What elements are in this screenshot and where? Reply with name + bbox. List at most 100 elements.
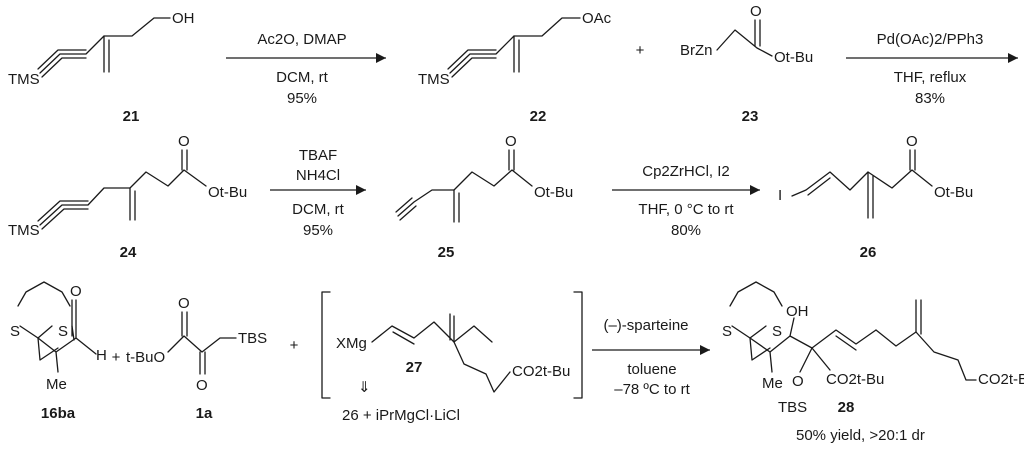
compound-label-1a: 1a <box>196 405 213 422</box>
carbonyl-o-label: O <box>906 133 918 150</box>
tbuo-label: t-BuO <box>126 349 165 366</box>
compound-label-24: 24 <box>120 244 137 261</box>
ester-label: Ot-Bu <box>534 184 573 201</box>
reagent-2-above: Pd(OAc)2/PPh3 <box>877 31 984 48</box>
reagent-4-above: Cp2ZrHCl, I2 <box>642 163 730 180</box>
svg-text:TBS: TBS <box>238 330 267 347</box>
compound-23-structure: BrZn O Ot-Bu <box>680 3 813 66</box>
svg-text:CO2t-Bu: CO2t-Bu <box>978 371 1024 388</box>
compound-label-25: 25 <box>438 244 455 261</box>
compound-label-27: 27 <box>406 359 423 376</box>
condition-1-line1: DCM, rt <box>276 69 328 86</box>
compound-22-structure: TMS OAc <box>418 10 612 88</box>
svg-text:TMS: TMS <box>418 71 450 88</box>
retro-arrow: ⇓ <box>358 379 371 396</box>
compound-26-structure: I O Ot-Bu <box>778 133 973 219</box>
svg-text:t-BuO: t-BuO <box>126 349 165 366</box>
compound-24-structure: O Ot-Bu TMS <box>8 133 247 239</box>
compound-28-structure: S S OH Me O TBS CO2t-Bu CO2t-Bu <box>722 281 1024 416</box>
ester-label: CO2t-Bu <box>512 363 570 380</box>
reagent-3-above-line2: NH4Cl <box>296 167 340 184</box>
iodine-label: I <box>778 187 782 204</box>
aldehyde-h-label: H <box>96 347 107 364</box>
condition-1-line2: 95% <box>287 90 317 107</box>
ketone-o-label: O <box>196 377 208 394</box>
carbonyl-o-label: O <box>178 133 190 150</box>
hydroxyl-label: OH <box>172 10 195 27</box>
reagent-1-above: Ac2O, DMAP <box>257 31 346 48</box>
tms-label: TMS <box>8 222 40 239</box>
ether-o-label: O <box>792 373 804 390</box>
plus-sign: + <box>290 337 299 354</box>
svg-text:Ot-Bu: Ot-Bu <box>208 184 247 201</box>
right-bracket <box>573 291 583 399</box>
compound-label-26: 26 <box>860 244 877 261</box>
tbs-label: TBS <box>238 330 267 347</box>
compound-label-23: 23 <box>742 108 759 125</box>
condition-5-line2: –78 ºC to rt <box>614 381 690 398</box>
svg-text:O: O <box>750 3 762 20</box>
carbonyl-o-label: O <box>505 133 517 150</box>
tms-label: TMS <box>8 71 40 88</box>
plus-sign: + <box>112 349 121 366</box>
condition-2-line2: 83% <box>915 90 945 107</box>
hydroxyl-label: OH <box>786 303 809 320</box>
svg-text:OH: OH <box>786 303 809 320</box>
tbs-label: TBS <box>778 399 807 416</box>
svg-text:Me: Me <box>46 376 67 393</box>
svg-text:I: I <box>778 187 782 204</box>
svg-text:O: O <box>792 373 804 390</box>
plus-sign: + <box>636 42 645 59</box>
compound-25-structure: O Ot-Bu <box>395 133 573 223</box>
left-bracket <box>321 291 331 399</box>
svg-text:Ot-Bu: Ot-Bu <box>934 184 973 201</box>
ester-label: Ot-Bu <box>208 184 247 201</box>
condition-5-line1: toluene <box>627 361 676 378</box>
compound-label-21: 21 <box>123 108 140 125</box>
sulfur-1-label: S <box>722 323 732 340</box>
condition-4-line2: 80% <box>671 222 701 239</box>
xmg-label: XMg <box>336 335 367 352</box>
grignard-source-text: 26 + iPrMgCl·LiCl <box>342 407 460 424</box>
svg-text:CO2t-Bu: CO2t-Bu <box>826 371 884 388</box>
result-yield-text: 50% yield, >20:1 dr <box>796 427 925 444</box>
svg-text:O: O <box>505 133 517 150</box>
svg-text:CO2t-Bu: CO2t-Bu <box>512 363 570 380</box>
svg-text:S: S <box>722 323 732 340</box>
svg-text:TBS: TBS <box>778 399 807 416</box>
svg-text:O: O <box>178 133 190 150</box>
tms-label: TMS <box>418 71 450 88</box>
svg-text:TMS: TMS <box>8 71 40 88</box>
brzn-label: BrZn <box>680 42 713 59</box>
compound-label-28: 28 <box>838 399 855 416</box>
compound-label-22: 22 <box>530 108 547 125</box>
condition-3-line1: DCM, rt <box>292 201 344 218</box>
sulfur-1-label: S <box>10 323 20 340</box>
condition-4-line1: THF, 0 °C to rt <box>638 201 734 218</box>
ester-1-label: CO2t-Bu <box>826 371 884 388</box>
acetate-label: OAc <box>582 10 612 27</box>
aldehyde-o-label: O <box>70 283 82 300</box>
methyl-label: Me <box>762 375 783 392</box>
reagent-5-above: (–)-sparteine <box>603 317 688 334</box>
svg-text:OAc: OAc <box>582 10 612 27</box>
ester-o-label: O <box>178 295 190 312</box>
condition-3-line2: 95% <box>303 222 333 239</box>
svg-text:S: S <box>58 323 68 340</box>
svg-text:Ot-Bu: Ot-Bu <box>534 184 573 201</box>
carbonyl-o-label: O <box>750 3 762 20</box>
compound-16ba-structure: S S O H Me <box>10 281 107 393</box>
svg-text:O: O <box>70 283 82 300</box>
ester-label: Ot-Bu <box>934 184 973 201</box>
svg-text:Me: Me <box>762 375 783 392</box>
condition-2-line1: THF, reflux <box>894 69 967 86</box>
svg-text:BrZn: BrZn <box>680 42 713 59</box>
ester-label: Ot-Bu <box>774 49 813 66</box>
svg-text:XMg: XMg <box>336 335 367 352</box>
ester-2-label: CO2t-Bu <box>978 371 1024 388</box>
compound-27-structure: XMg CO2t-Bu <box>336 313 570 393</box>
svg-text:TMS: TMS <box>8 222 40 239</box>
methyl-label: Me <box>46 376 67 393</box>
compound-1a-structure: t-BuO O O TBS <box>126 295 267 394</box>
